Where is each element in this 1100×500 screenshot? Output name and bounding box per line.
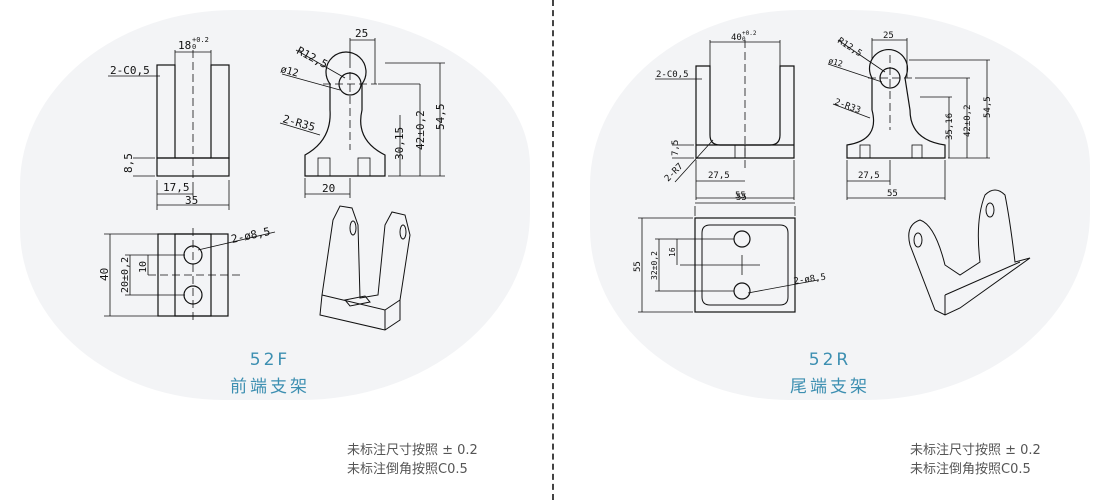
svg-text:25: 25 bbox=[883, 31, 894, 41]
svg-text:27,5: 27,5 bbox=[708, 171, 730, 181]
svg-text:32±0,2: 32±0,2 bbox=[650, 251, 659, 280]
dim-chamfer: 2-C0,5 bbox=[110, 64, 150, 77]
svg-text:2-R7: 2-R7 bbox=[663, 162, 685, 184]
svg-text:0: 0 bbox=[742, 36, 746, 43]
svg-text:55: 55 bbox=[887, 189, 898, 199]
note-dim-tolerance: 未标注尺寸按照 ± 0.2 bbox=[910, 443, 1041, 458]
svg-text:8,5: 8,5 bbox=[122, 153, 135, 173]
svg-text:27,5: 27,5 bbox=[858, 171, 880, 181]
right-drawing: 40 +0.2 0 2-C0,5 7,5 2-R7 27,5 55 R12,5 … bbox=[633, 30, 1031, 316]
tolerance-notes-right: 未标注尺寸按照 ± 0.2 未标注倒角按照C0.5 bbox=[910, 441, 1041, 479]
svg-text:0: 0 bbox=[192, 43, 196, 51]
svg-text:55: 55 bbox=[633, 261, 643, 272]
svg-text:35: 35 bbox=[185, 194, 198, 207]
caption-52r: 52R 尾端支架 bbox=[780, 350, 880, 397]
note-chamfer: 未标注倒角按照C0.5 bbox=[910, 462, 1031, 477]
side-view-52r bbox=[827, 38, 990, 200]
part-name: 尾端支架 bbox=[790, 377, 870, 397]
left-drawing: 18 +0.2 0 2-C0,5 8,5 17,5 35 R12,5 ø12 2… bbox=[98, 27, 447, 331]
part-code: 52F bbox=[249, 350, 291, 370]
svg-text:35,16: 35,16 bbox=[945, 113, 955, 140]
svg-text:42±0,2: 42±0,2 bbox=[414, 110, 427, 150]
iso-view-52f bbox=[319, 205, 411, 331]
front-view-52f bbox=[108, 50, 230, 210]
svg-text:55: 55 bbox=[736, 193, 747, 203]
side-view-52f bbox=[279, 38, 445, 198]
svg-text:17,5: 17,5 bbox=[163, 181, 190, 194]
part-name: 前端支架 bbox=[230, 377, 310, 397]
svg-text:20±0,2: 20±0,2 bbox=[120, 257, 131, 293]
left-background-blob bbox=[20, 10, 530, 400]
svg-text:2-R35: 2-R35 bbox=[281, 112, 316, 134]
svg-text:2-ø8,5: 2-ø8,5 bbox=[230, 225, 272, 246]
svg-text:40: 40 bbox=[98, 268, 111, 281]
svg-text:+0.2: +0.2 bbox=[192, 36, 209, 44]
svg-text:54,5: 54,5 bbox=[983, 96, 993, 118]
svg-text:40: 40 bbox=[731, 33, 742, 43]
top-view-52f bbox=[104, 228, 276, 322]
svg-text:42±0,2: 42±0,2 bbox=[963, 104, 973, 137]
svg-text:55: 55 bbox=[735, 191, 746, 201]
top-view-52r bbox=[638, 202, 819, 313]
svg-text:2-C0,5: 2-C0,5 bbox=[656, 70, 689, 80]
tolerance-notes-left: 未标注尺寸按照 ± 0.2 未标注倒角按照C0.5 bbox=[347, 441, 478, 479]
svg-text:ø12: ø12 bbox=[279, 64, 299, 79]
caption-52f: 52F 前端支架 bbox=[220, 350, 320, 397]
svg-text:2-R33: 2-R33 bbox=[833, 97, 862, 116]
note-chamfer: 未标注倒角按照C0.5 bbox=[347, 462, 468, 477]
svg-text:7,5: 7,5 bbox=[671, 140, 681, 156]
panel-divider bbox=[552, 0, 554, 500]
iso-view-52r bbox=[908, 189, 1031, 316]
svg-text:10: 10 bbox=[138, 261, 149, 273]
right-panel: 40 +0.2 0 2-C0,5 7,5 2-R7 27,5 55 R12,5 … bbox=[550, 0, 1100, 500]
svg-text:25: 25 bbox=[355, 27, 368, 40]
part-code: 52R bbox=[808, 350, 852, 370]
svg-text:R12,5: R12,5 bbox=[835, 36, 863, 59]
svg-text:16: 16 bbox=[668, 247, 677, 257]
svg-text:2-ø8,5: 2-ø8,5 bbox=[793, 273, 827, 287]
left-panel: 18 +0.2 0 2-C0,5 8,5 17,5 35 R12,5 ø12 2… bbox=[98, 27, 478, 479]
svg-text:R12,5: R12,5 bbox=[295, 44, 330, 71]
svg-text:54,5: 54,5 bbox=[434, 104, 447, 131]
svg-text:20: 20 bbox=[322, 182, 335, 195]
dim-top-width: 18 bbox=[178, 39, 191, 52]
svg-text:30,15: 30,15 bbox=[393, 127, 406, 160]
svg-text:+0.2: +0.2 bbox=[742, 30, 757, 37]
front-view-52r bbox=[655, 40, 795, 200]
note-dim-tolerance: 未标注尺寸按照 ± 0.2 bbox=[347, 443, 478, 458]
svg-text:ø12: ø12 bbox=[827, 56, 843, 68]
